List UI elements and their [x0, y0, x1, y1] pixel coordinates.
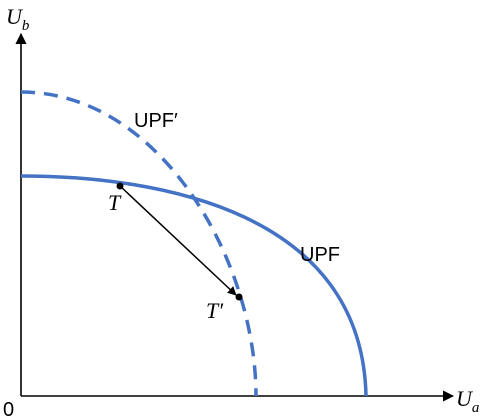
- origin-label: 0: [3, 399, 14, 418]
- upf-prime-label: UPF′: [134, 110, 178, 132]
- point-t-prime-label: T′: [206, 298, 224, 323]
- point-t: [116, 182, 124, 190]
- upf-label: UPF: [300, 244, 340, 266]
- upf-prime-curve: [20, 90, 258, 397]
- y-axis-label: Ub: [6, 4, 30, 34]
- point-t-prime: [235, 293, 243, 301]
- x-axis-label: Ua: [456, 386, 479, 416]
- movement-arrow: [119, 185, 237, 296]
- point-t-label: T: [108, 190, 122, 215]
- upf-curve: [20, 174, 368, 397]
